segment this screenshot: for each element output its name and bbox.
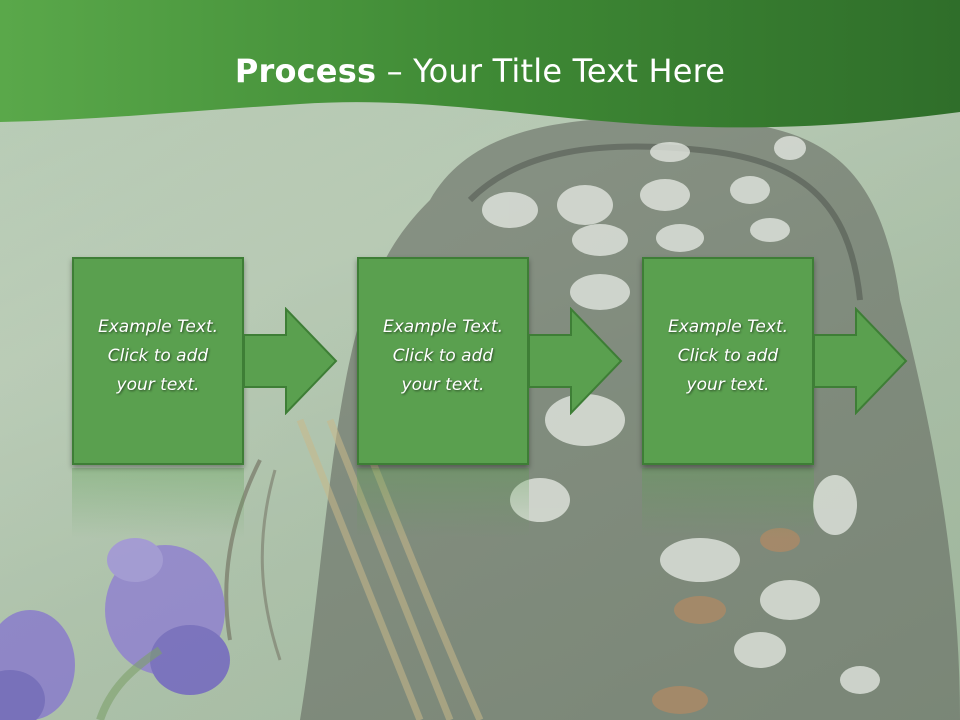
step-3-arrow[interactable] — [814, 307, 908, 415]
step-1-box[interactable]: Example Text. Click to add your text. — [72, 257, 244, 465]
step-3-box[interactable]: Example Text. Click to add your text. — [642, 257, 814, 465]
step-1-reflection — [72, 468, 244, 538]
step-1-text[interactable]: Example Text. Click to add your text. — [97, 317, 219, 395]
step-2-reflection — [357, 468, 529, 538]
title-banner — [0, 0, 960, 128]
step-2-text[interactable]: Example Text. Click to add your text. — [382, 317, 504, 395]
slide-title-bold: Process — [234, 52, 377, 90]
step-3-reflection — [642, 468, 814, 538]
slide-title-rest: – Your Title Text Here — [376, 52, 726, 90]
step-2-box[interactable]: Example Text. Click to add your text. — [357, 257, 529, 465]
step-1-arrow[interactable] — [244, 307, 338, 415]
slide-title: Process – Your Title Text Here — [0, 52, 960, 90]
step-3-text[interactable]: Example Text. Click to add your text. — [667, 317, 789, 395]
step-2-arrow[interactable] — [529, 307, 623, 415]
